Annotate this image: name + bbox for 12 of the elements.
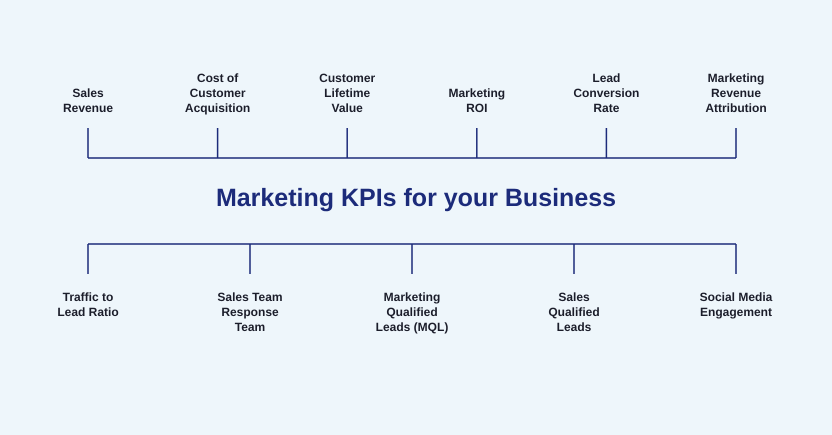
kpi-label: Traffic to Lead Ratio — [56, 290, 120, 320]
kpi-label: Social Media Engagement — [698, 290, 774, 320]
kpi-label: Cost of Customer Acquisition — [184, 71, 252, 116]
kpi-label: Customer Lifetime Value — [318, 71, 376, 116]
kpi-label: Marketing ROI — [447, 86, 506, 116]
kpi-label: Sales Qualified Leads — [547, 290, 601, 335]
diagram-title: Marketing KPIs for your Business — [214, 184, 618, 213]
kpi-label: Sales Team Response Team — [216, 290, 284, 335]
kpi-label: Marketing Qualified Leads (MQL) — [374, 290, 450, 335]
kpi-label: Marketing Revenue Attribution — [704, 71, 768, 116]
kpi-label: Sales Revenue — [62, 86, 114, 116]
kpi-label: Lead Conversion Rate — [572, 71, 640, 116]
